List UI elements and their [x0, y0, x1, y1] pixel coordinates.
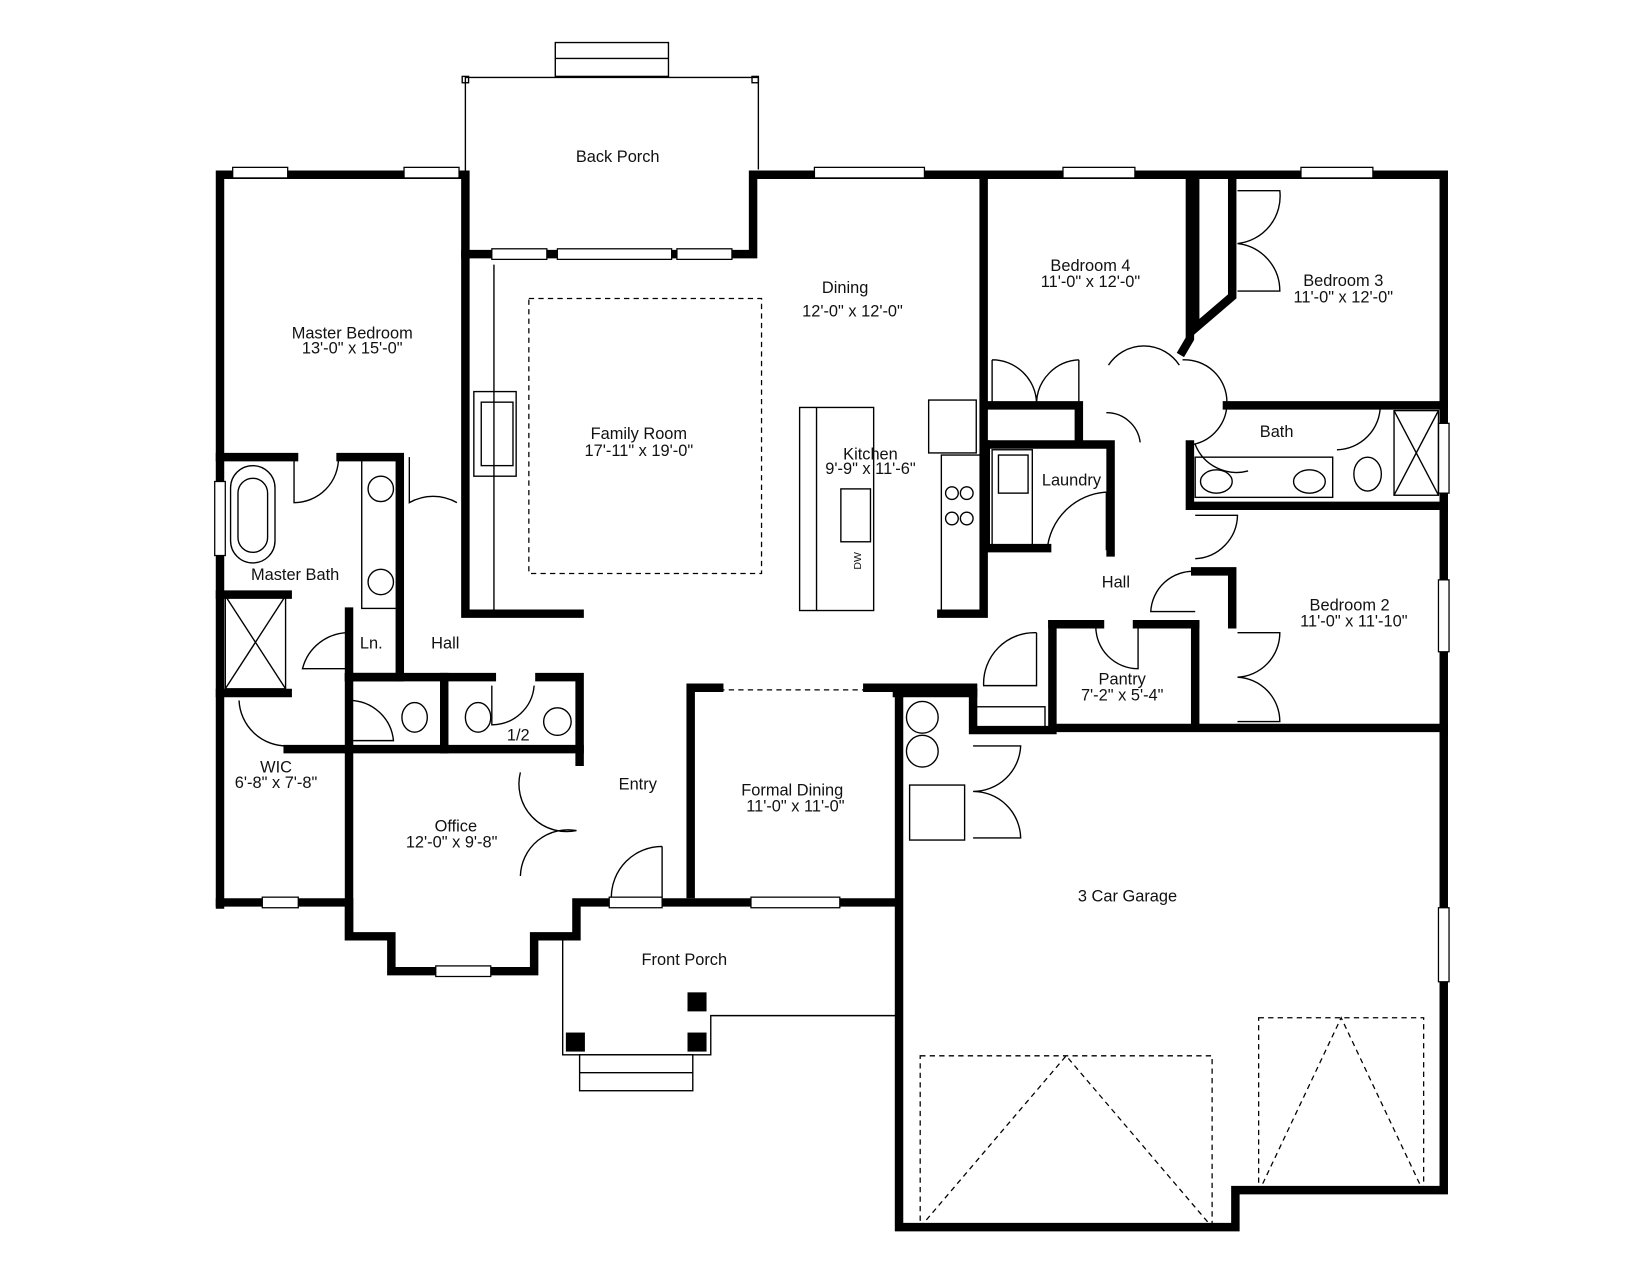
dining-size: 12'-0" x 12'-0" [802, 302, 903, 320]
bedroom4-label: Bedroom 4 [1050, 257, 1130, 275]
wic-size: 6'-8" x 7'-8" [235, 774, 318, 792]
front-porch-label: Front Porch [642, 951, 728, 969]
bedroom3-size: 11'-0" x 12'-0" [1294, 289, 1394, 307]
master-bedroom-size: 13'-0" x 15'-0" [302, 340, 403, 358]
entry-label: Entry [619, 775, 658, 793]
family-room-size: 17'-11" x 19'-0" [585, 442, 694, 460]
front-porch [562, 936, 897, 1092]
dishwasher-label: DW [852, 552, 864, 570]
bath-label: Bath [1260, 423, 1294, 441]
formal-dining-size: 11'-0" x 11'-0" [746, 797, 844, 815]
hall-east-label: Hall [1102, 573, 1130, 591]
kitchen-size: 9'-9" x 11'-6" [825, 460, 916, 478]
fixtures [224, 264, 1440, 841]
bedroom3-label: Bedroom 3 [1303, 272, 1383, 290]
back-porch-label: Back Porch [576, 148, 660, 166]
bedroom2-label: Bedroom 2 [1310, 597, 1390, 615]
formal-dining-label: Formal Dining [741, 782, 843, 800]
garage-label: 3 Car Garage [1078, 887, 1177, 905]
hall-west-label: Hall [431, 635, 459, 653]
linen-label: Ln. [360, 635, 383, 653]
master-bath-label: Master Bath [251, 566, 339, 584]
office-size: 12'-0" x 9'-8" [406, 833, 498, 851]
pantry-size: 7'-2" x 5'-4" [1081, 686, 1164, 704]
bedroom2-size: 11'-0" x 11'-10" [1300, 612, 1408, 630]
back-porch [461, 41, 760, 255]
master-bedroom-label: Master Bedroom [292, 325, 413, 343]
family-room-label: Family Room [591, 425, 687, 443]
half-bath-label: 1/2 [507, 727, 530, 745]
wic-label: WIC [260, 758, 292, 776]
doors [238, 189, 1381, 898]
room-labels: Back Porch Master Bedroom 13'-0" x 15'-0… [235, 148, 1408, 969]
windows [214, 166, 1450, 983]
office-label: Office [435, 818, 477, 836]
laundry-label: Laundry [1042, 472, 1102, 490]
dining-label: Dining [822, 279, 868, 297]
bedroom4-size: 11'-0" x 12'-0" [1041, 273, 1141, 291]
pantry-label: Pantry [1099, 671, 1147, 689]
dashed-lines [528, 297, 1425, 1228]
kitchen-label: Kitchen [843, 445, 898, 463]
